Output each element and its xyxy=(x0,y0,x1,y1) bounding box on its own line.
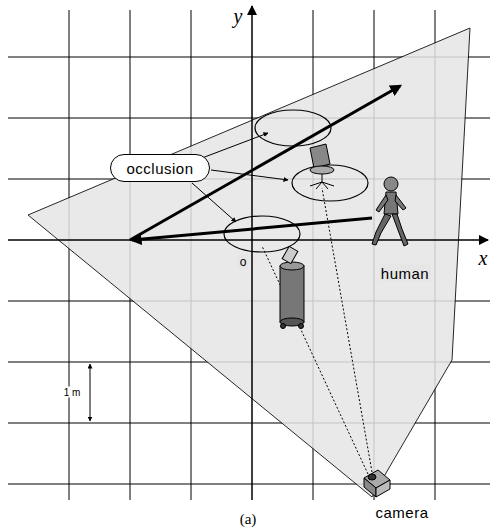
figure-caption: (a) xyxy=(238,511,259,528)
sight-lines xyxy=(262,188,372,474)
x-axis xyxy=(8,239,488,241)
human-figure xyxy=(372,177,408,246)
grid xyxy=(8,10,490,500)
object-label: human xyxy=(379,265,431,282)
camera-view-region xyxy=(28,28,470,497)
callout-text: occlusion xyxy=(126,160,193,177)
chair-figure xyxy=(310,144,334,189)
object-label: camera xyxy=(373,504,430,521)
scale-label: 1 m xyxy=(62,387,83,398)
origin-label: o xyxy=(238,255,249,269)
camera-figure xyxy=(364,470,390,497)
axis-label: x xyxy=(477,247,490,270)
robot-figure xyxy=(280,246,304,328)
scale-bar xyxy=(90,364,91,421)
callout-box: occlusion xyxy=(110,154,210,182)
axis-label: y xyxy=(232,5,245,28)
y-axis xyxy=(251,6,253,500)
